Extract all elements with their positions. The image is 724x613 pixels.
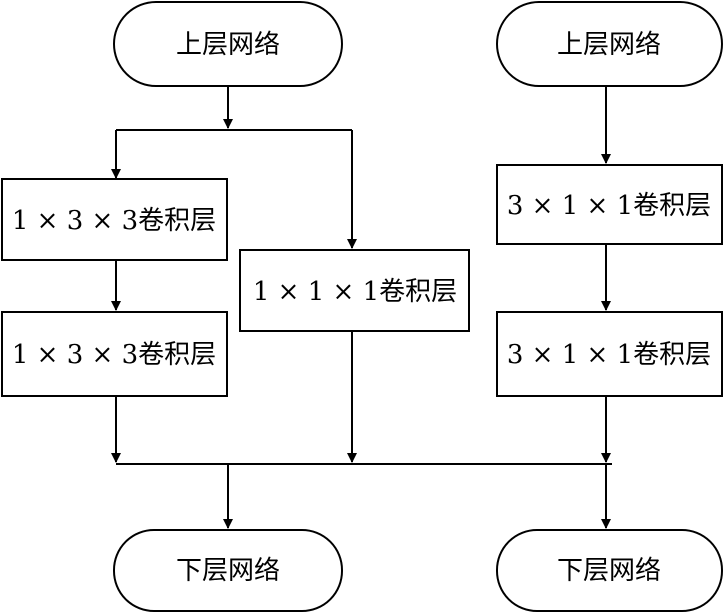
node-label: 下层网络 (557, 556, 661, 586)
terminal-shape (113, 529, 343, 612)
node-label: 1 × 3 × 3卷积层 (12, 206, 216, 236)
process-shape (496, 311, 723, 397)
terminal-shape (496, 529, 723, 612)
node-conv-3x1x1-b: 3 × 1 × 1卷积层 (496, 311, 723, 397)
edges (111, 87, 612, 529)
node-conv-1x3x3-b: 1 × 3 × 3卷积层 (1, 311, 228, 397)
node-top-left-terminal: 上层网络 (113, 1, 343, 87)
node-label: 上层网络 (176, 30, 280, 60)
terminal-shape (113, 1, 343, 87)
terminal-shape (496, 1, 723, 87)
node-conv-1x3x3-a: 1 × 3 × 3卷积层 (1, 178, 228, 261)
node-conv-1x1x1: 1 × 1 × 1卷积层 (239, 249, 470, 332)
node-label: 下层网络 (176, 556, 280, 586)
process-shape (496, 164, 723, 245)
node-bottom-right-terminal: 下层网络 (496, 529, 723, 612)
node-label: 1 × 3 × 3卷积层 (12, 340, 216, 370)
node-label: 3 × 1 × 1卷积层 (507, 340, 711, 370)
process-shape (1, 178, 228, 261)
process-shape (239, 249, 470, 332)
node-label: 上层网络 (557, 30, 661, 60)
node-conv-3x1x1-a: 3 × 1 × 1卷积层 (496, 164, 723, 245)
node-bottom-left-terminal: 下层网络 (113, 529, 343, 612)
process-shape (1, 311, 228, 397)
node-label: 3 × 1 × 1卷积层 (507, 191, 711, 221)
node-top-right-terminal: 上层网络 (496, 1, 723, 87)
node-label: 1 × 1 × 1卷积层 (253, 277, 457, 307)
